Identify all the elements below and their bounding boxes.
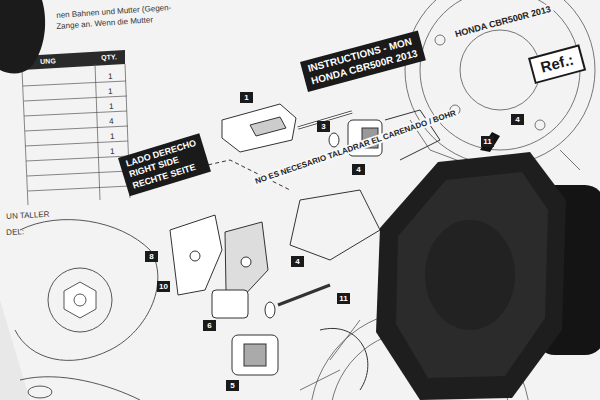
- table-cell: 4: [109, 117, 114, 126]
- callout-number: 1: [240, 92, 253, 103]
- dark-part: [0, 0, 45, 74]
- callout-number: 4: [291, 256, 304, 267]
- table-header: QTY.: [101, 53, 117, 61]
- callout-number: 11: [337, 293, 350, 304]
- callout-number: 10: [157, 281, 170, 292]
- table-cell: 1: [110, 132, 115, 141]
- brake-disc: [405, 0, 595, 170]
- engine-side: [15, 220, 158, 400]
- table-cell: 1: [108, 87, 113, 96]
- node-text: Ref.:: [539, 51, 576, 78]
- table-cell: 1: [110, 147, 115, 156]
- callout-number: 6: [203, 320, 216, 331]
- callout-number: 4: [352, 164, 365, 175]
- callout-number: 3: [317, 121, 330, 132]
- callout-number: 5: [226, 380, 239, 391]
- frame-slider: [376, 132, 600, 400]
- table-cell: 1: [108, 72, 113, 81]
- callout-number: 8: [145, 251, 158, 262]
- body-text: DEL:: [6, 227, 24, 237]
- table-header: UNG: [40, 57, 56, 65]
- callout-number: 11: [481, 136, 494, 147]
- bracket-assembly: [140, 160, 380, 390]
- callout-number: 4: [511, 114, 524, 125]
- parts-table: [22, 50, 130, 205]
- table-cell: 1: [109, 102, 114, 111]
